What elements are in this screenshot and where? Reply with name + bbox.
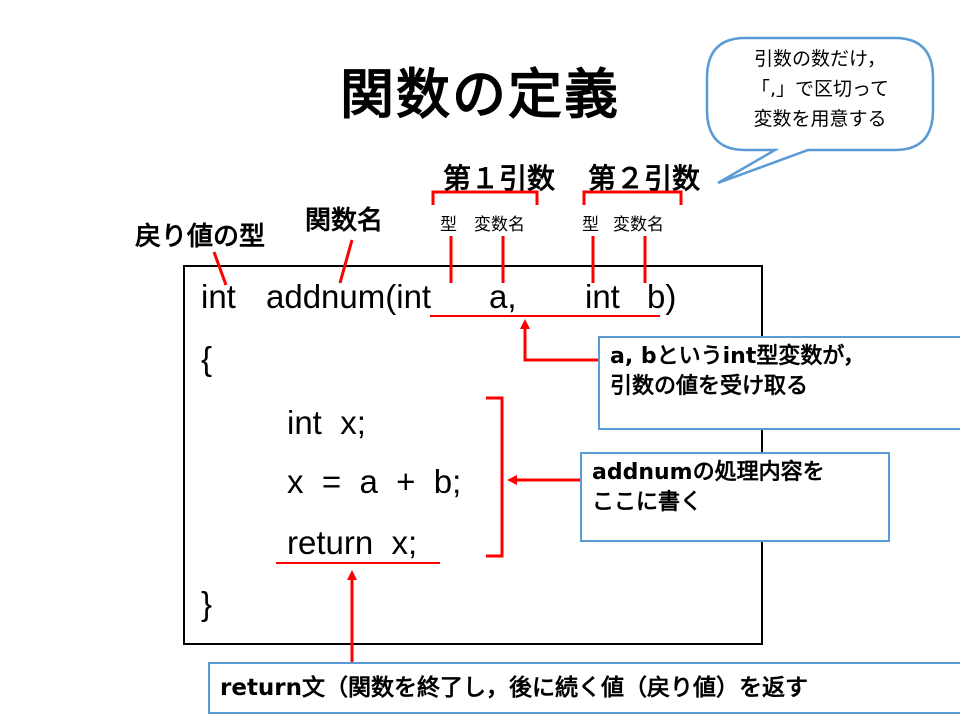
body-callout: addnumの処理内容を ここに書く: [580, 452, 890, 542]
arg1-bracket: [431, 190, 539, 205]
bubble-line-3: 変数を用意する: [753, 108, 887, 130]
arg1-type-label: 型: [440, 215, 457, 235]
bubble-line-2: 「,」で区切って: [750, 78, 890, 100]
code-open-brace: {: [201, 340, 213, 377]
arg2-type-label: 型: [582, 215, 599, 235]
params-arrow: [520, 319, 598, 362]
arg2-var-label: 変数名: [613, 215, 664, 235]
arg1-label: 第１引数: [443, 162, 556, 195]
body-callout-line-2: ここに書く: [592, 490, 703, 515]
bubble-line-1: 引数の数だけ，: [753, 48, 887, 70]
params-callout-line-2: 引数の値を受け取る: [610, 374, 809, 399]
params-callout-line-1: a, bというint型変数が，: [610, 344, 866, 369]
code-return: return x;: [287, 524, 418, 561]
code-declaration: int x;: [287, 404, 366, 441]
arg2-label: 第２引数: [588, 162, 701, 195]
function-name-label: 関数名: [305, 206, 384, 236]
params-callout: a, bというint型変数が， 引数の値を受け取る: [598, 336, 960, 430]
page-title: 関数の定義: [340, 63, 620, 126]
arg1-var-label: 変数名: [474, 215, 525, 235]
code-assignment: x = a + b;: [287, 463, 462, 500]
body-callout-line-1: addnumの処理内容を: [592, 460, 825, 485]
body-bracket: [486, 396, 504, 558]
code-param-b-type: int: [585, 278, 620, 315]
arg2-bracket: [582, 190, 683, 205]
code-func-signature: addnum(int: [266, 278, 432, 315]
bubble-text: 引数の数だけ， 「,」で区切って 変数を用意する: [707, 44, 933, 134]
code-close-brace: }: [201, 585, 213, 622]
return-type-label: 戻り値の型: [135, 222, 266, 252]
code-param-b: b): [647, 278, 677, 315]
code-return-type: int: [201, 278, 236, 315]
function-name-pointer: [338, 239, 354, 284]
return-type-pointer: [212, 251, 228, 286]
return-callout: return文（関数を終了し，後に続く値（戻り値）を返す: [208, 662, 960, 714]
speech-bubble: [705, 36, 935, 185]
return-callout-text: return文（関数を終了し，後に続く値（戻り値）を返す: [220, 675, 809, 701]
code-param-a: a,: [489, 278, 517, 315]
